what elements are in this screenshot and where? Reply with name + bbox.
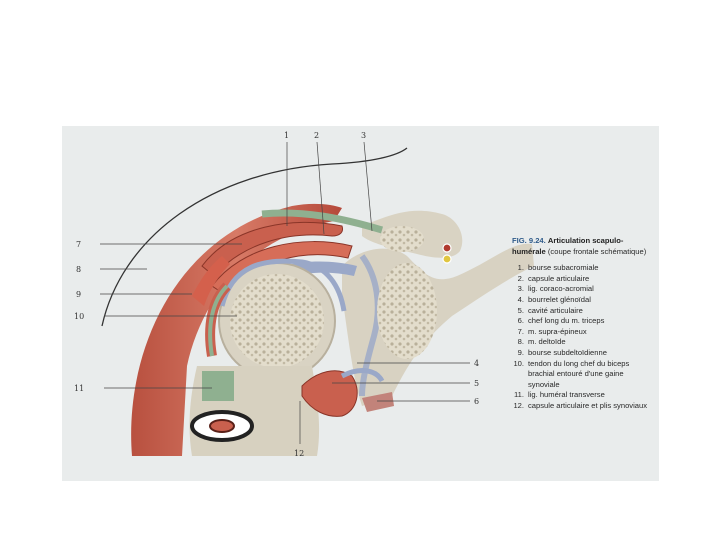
coracoid-spongy (380, 226, 424, 252)
leader-lines (100, 141, 470, 444)
legend-number: 5. (517, 305, 524, 315)
articular-cartilage (219, 258, 347, 312)
callout-1: 1 (284, 131, 289, 140)
legend-text: bourse subacromiale (528, 263, 599, 273)
figure-subtitle: (coupe frontale schématique) (547, 246, 647, 256)
callout-3: 3 (361, 131, 366, 140)
legend-text: cavité articulaire (528, 305, 583, 315)
legend-number: 1. (517, 263, 524, 273)
shoulder-joint-illustration: 1 2 3 7 8 9 10 11 4 5 6 12 (74, 131, 534, 458)
legend-number: 3. (517, 284, 524, 294)
anatomy-figure: 1 2 3 7 8 9 10 11 4 5 6 12 (62, 126, 659, 481)
callout-11: 11 (74, 384, 84, 393)
callout-7: 7 (76, 240, 81, 249)
transverse-ligament (202, 371, 234, 401)
callout-5: 5 (474, 379, 479, 388)
legend-number: 2. (517, 273, 524, 283)
legend-item: 9. bourse subdeltoïdienne (512, 348, 657, 359)
callout-4: 4 (474, 359, 479, 368)
legend-text: bourrelet glénoïdal (528, 294, 591, 304)
scapula-spongy (377, 263, 437, 359)
legend-text: capsule articulaire (528, 273, 590, 283)
legend-text: lig. coraco-acromial (528, 284, 594, 294)
figure-title: Articulation scapulo-humérale (512, 236, 624, 256)
legend-item: 7. m. supra-épineux (512, 327, 657, 338)
legend-number: 12. (513, 400, 524, 410)
callout-9: 9 (76, 290, 81, 299)
deltoid-muscle (131, 203, 342, 456)
figure-number: FIG. 9.24. (512, 236, 546, 245)
callout-10: 10 (74, 312, 84, 321)
legend-text: tendon du long chef du biceps brachial e… (528, 358, 630, 389)
legend-text: m. supra-épineux (528, 326, 587, 336)
legend-item: 12. capsule articulaire et plis synoviaux (512, 401, 657, 412)
synovial-folds (301, 370, 358, 417)
legend-number: 4. (517, 294, 524, 304)
callout-6: 6 (474, 397, 479, 406)
triceps-long-head (362, 392, 394, 412)
figure-caption: FIG. 9.24. Articulation scapulo-humérale… (512, 236, 657, 412)
legend-text: chef long du m. triceps (528, 316, 605, 326)
legend-text: bourse subdeltoïdienne (528, 347, 607, 357)
callout-8: 8 (76, 265, 81, 274)
legend-text: m. deltoïde (528, 337, 566, 347)
legend-item: 1. bourse subacromiale (512, 263, 657, 274)
callout-2: 2 (314, 131, 319, 140)
legend-number: 8. (517, 337, 524, 347)
legend-item: 3. lig. coraco-acromial (512, 284, 657, 295)
coraco-acromial-ligament (261, 209, 384, 234)
legend-list: 1. bourse subacromiale 2. capsule articulai… (512, 263, 657, 411)
legend-text: capsule articulaire et plis synoviaux (528, 400, 648, 410)
glenoid-region (359, 254, 381, 397)
caption-heading: FIG. 9.24. Articulation scapulo-humérale… (512, 236, 657, 257)
legend-number: 11. (514, 390, 524, 400)
legend-item: 10. tendon du long chef du biceps brachia… (512, 359, 657, 391)
legend-item: 5. cavité articulaire (512, 306, 657, 317)
legend-item: 6. chef long du m. triceps (512, 316, 657, 327)
legend-number: 7. (517, 326, 524, 336)
legend-item: 2. capsule articulaire (512, 274, 657, 285)
legend-text: lig. huméral transverse (528, 390, 605, 400)
legend-item: 11. lig. huméral transverse (512, 390, 657, 401)
legend-number: 10. (513, 358, 524, 368)
vessel-red (442, 243, 452, 253)
vessel-yellow (442, 254, 452, 264)
legend-number: 9. (517, 347, 524, 357)
subdeltoid-bursa (192, 256, 230, 306)
legend-item: 4. bourrelet glénoïdal (512, 295, 657, 306)
legend-item: 8. m. deltoïde (512, 337, 657, 348)
callout-12: 12 (294, 449, 304, 458)
legend-number: 6. (517, 316, 524, 326)
skin-outline (101, 147, 408, 327)
